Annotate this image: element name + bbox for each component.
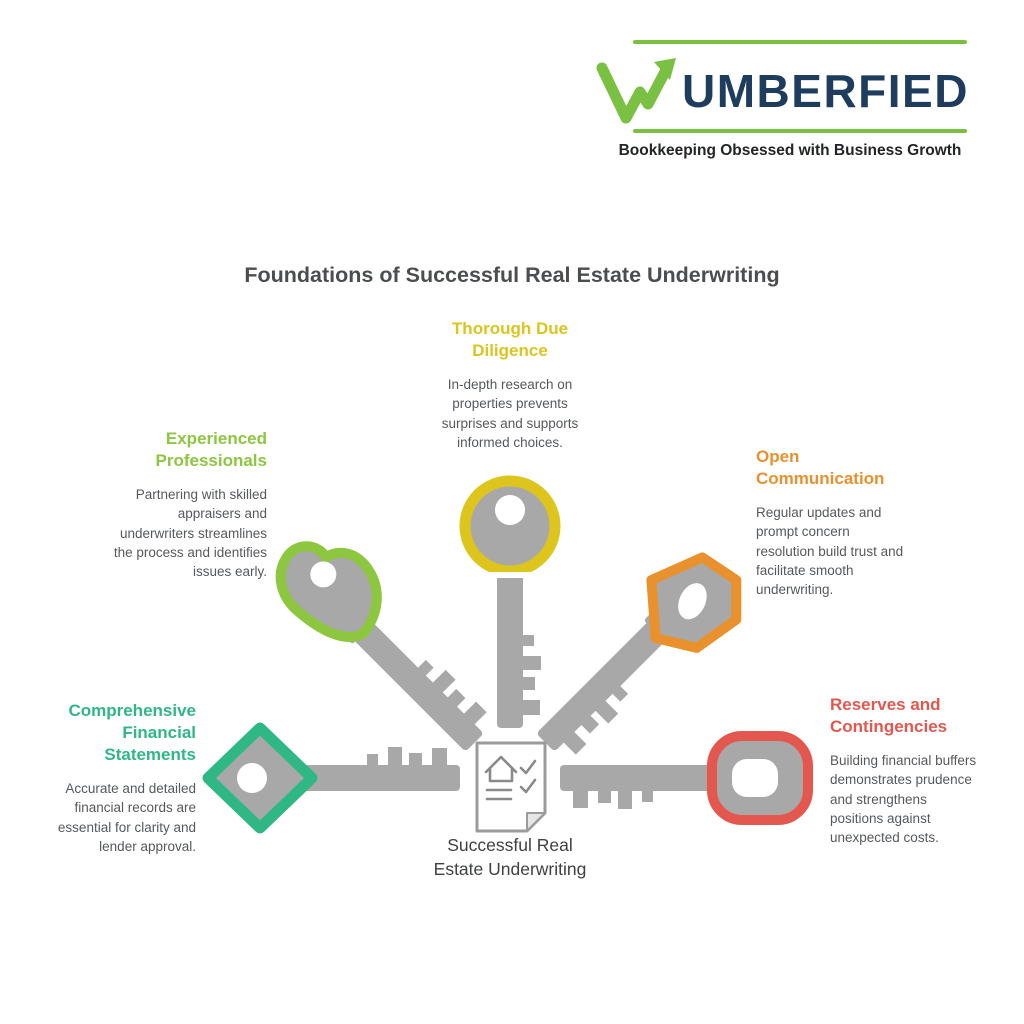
check-icon — [519, 759, 537, 775]
brand-name: UMBERFIED — [682, 65, 969, 117]
section-heading: Experienced Professionals — [155, 429, 268, 471]
section-body: In-depth research on properties prevents… — [441, 377, 579, 450]
section-experienced-professionals: Experienced Professionals Partnering wit… — [112, 428, 267, 581]
document-icon — [475, 741, 547, 833]
check-icon — [519, 778, 537, 794]
key-head-yellow — [459, 475, 561, 577]
logo-top-rule — [633, 40, 967, 44]
section-heading: Open Communication — [756, 447, 885, 489]
key-icon-open-communication — [533, 552, 742, 765]
section-reserves-and-contingencies: Reserves and Contingencies Building fina… — [830, 694, 982, 847]
section-heading: Comprehensive Financial Statements — [68, 701, 196, 765]
logo: UMBERFIED — [594, 56, 969, 126]
key-icon-reserves-contingencies — [560, 731, 813, 825]
section-body: Regular updates and prompt concern resol… — [756, 505, 904, 597]
logo-bottom-rule — [633, 129, 967, 133]
section-thorough-due-diligence: Thorough Due Diligence In-depth research… — [424, 318, 596, 452]
logo-arrow-n-icon — [596, 58, 676, 124]
key-hole — [310, 561, 337, 588]
house-icon — [484, 755, 518, 774]
section-open-communication: Open Communication Regular updates and p… — [756, 446, 908, 599]
key-slot — [485, 572, 535, 578]
key-hole — [237, 763, 267, 793]
section-comprehensive-financial-statements: Comprehensive Financial Statements Accur… — [44, 700, 196, 856]
key-hole — [495, 495, 525, 525]
key-icon-thorough-due-diligence — [459, 475, 561, 728]
center-label: Successful Real Estate Underwriting — [433, 835, 587, 879]
logo-tagline: Bookkeeping Obsessed with Business Growt… — [618, 142, 962, 159]
section-body: Partnering with skilled appraisers and u… — [113, 487, 267, 579]
page-title: Foundations of Successful Real Estate Un… — [244, 263, 780, 287]
section-heading: Thorough Due Diligence — [451, 319, 569, 361]
key-hole — [678, 583, 707, 620]
key-head-lime — [275, 541, 382, 642]
section-heading: Reserves and Contingencies — [830, 695, 948, 737]
key-hole — [732, 759, 778, 797]
key-icon-experienced-professionals — [275, 541, 497, 755]
key-icon-comprehensive-financial-statements — [202, 722, 460, 834]
section-body: Accurate and detailed financial records … — [57, 781, 196, 854]
section-body: Building financial buffers demonstrates … — [830, 753, 977, 845]
